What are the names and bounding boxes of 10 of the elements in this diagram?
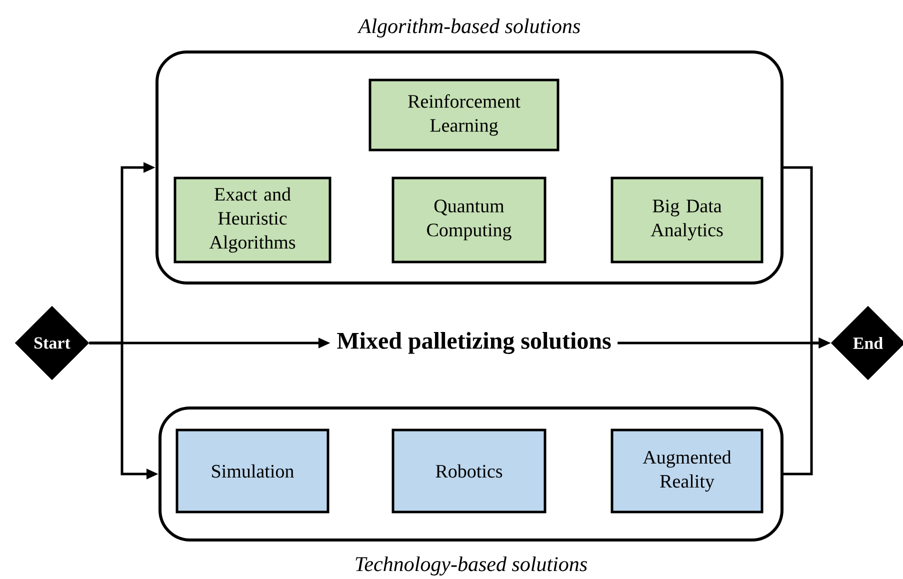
group-heading: Algorithm-based solutions (357, 18, 580, 38)
flow-label: Mixed palletizing solutions (337, 332, 611, 354)
process-box: Big Data Analytics (610, 176, 764, 264)
process-box: Augmented Reality (610, 428, 764, 514)
process-box: Robotics (392, 428, 546, 514)
process-box: Simulation (176, 428, 330, 514)
process-box: Quantum Computing (392, 176, 546, 264)
group-heading: Technology-based solutions (356, 556, 587, 576)
process-box: Reinforcement Learning (368, 78, 560, 152)
process-box: Exact and Heuristic Algorithms (174, 176, 332, 264)
